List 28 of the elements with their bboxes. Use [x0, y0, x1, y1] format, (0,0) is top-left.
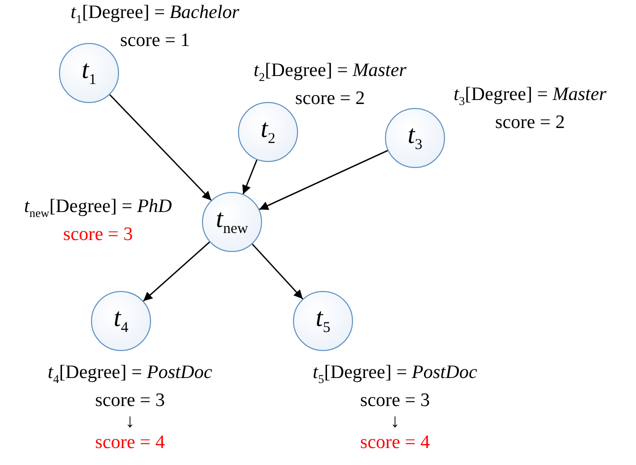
- node-circle: [202, 192, 262, 252]
- score-label: score = 2: [495, 112, 565, 133]
- attribute-annotation: t$_{new}$[Degree] = PhD: [24, 196, 172, 222]
- node-label: t$_{3}$: [408, 122, 422, 154]
- node-label: t$_{1}$: [82, 57, 96, 89]
- score-label: score = 3: [63, 224, 133, 245]
- arrow: [259, 150, 388, 210]
- attribute-annotation: t$_{2}$[Degree] = Master: [254, 60, 406, 86]
- score-label: score = 4: [95, 432, 165, 453]
- score-label: score = 4: [360, 432, 430, 453]
- attribute-annotation: t$_{1}$[Degree] = Bachelor: [70, 2, 240, 28]
- arrow: [242, 160, 258, 194]
- node-label: t$_{4}$: [114, 305, 128, 337]
- score-label: score = 3: [360, 390, 430, 411]
- node-label: t$_{2}$: [260, 116, 276, 148]
- node-label: t$_{new}$: [216, 206, 248, 238]
- arrow: [252, 244, 304, 300]
- score-label: score = 2: [295, 88, 365, 109]
- score-label: score = 1: [120, 30, 190, 51]
- arrow: [142, 241, 210, 302]
- score-label: score = 3: [95, 390, 165, 411]
- attribute-annotation: t$_{3}$[Degree] = Master: [454, 84, 606, 110]
- attribute-annotation: t$_{5}$[Degree] = PostDoc: [312, 362, 478, 388]
- node-label: t$_{5}$: [316, 305, 330, 337]
- change-arrow-text: ↓: [390, 410, 400, 432]
- change-arrow-text: ↓: [125, 410, 135, 432]
- arrow: [109, 94, 212, 201]
- attribute-annotation: t$_{4}$[Degree] = PostDoc: [48, 362, 212, 388]
